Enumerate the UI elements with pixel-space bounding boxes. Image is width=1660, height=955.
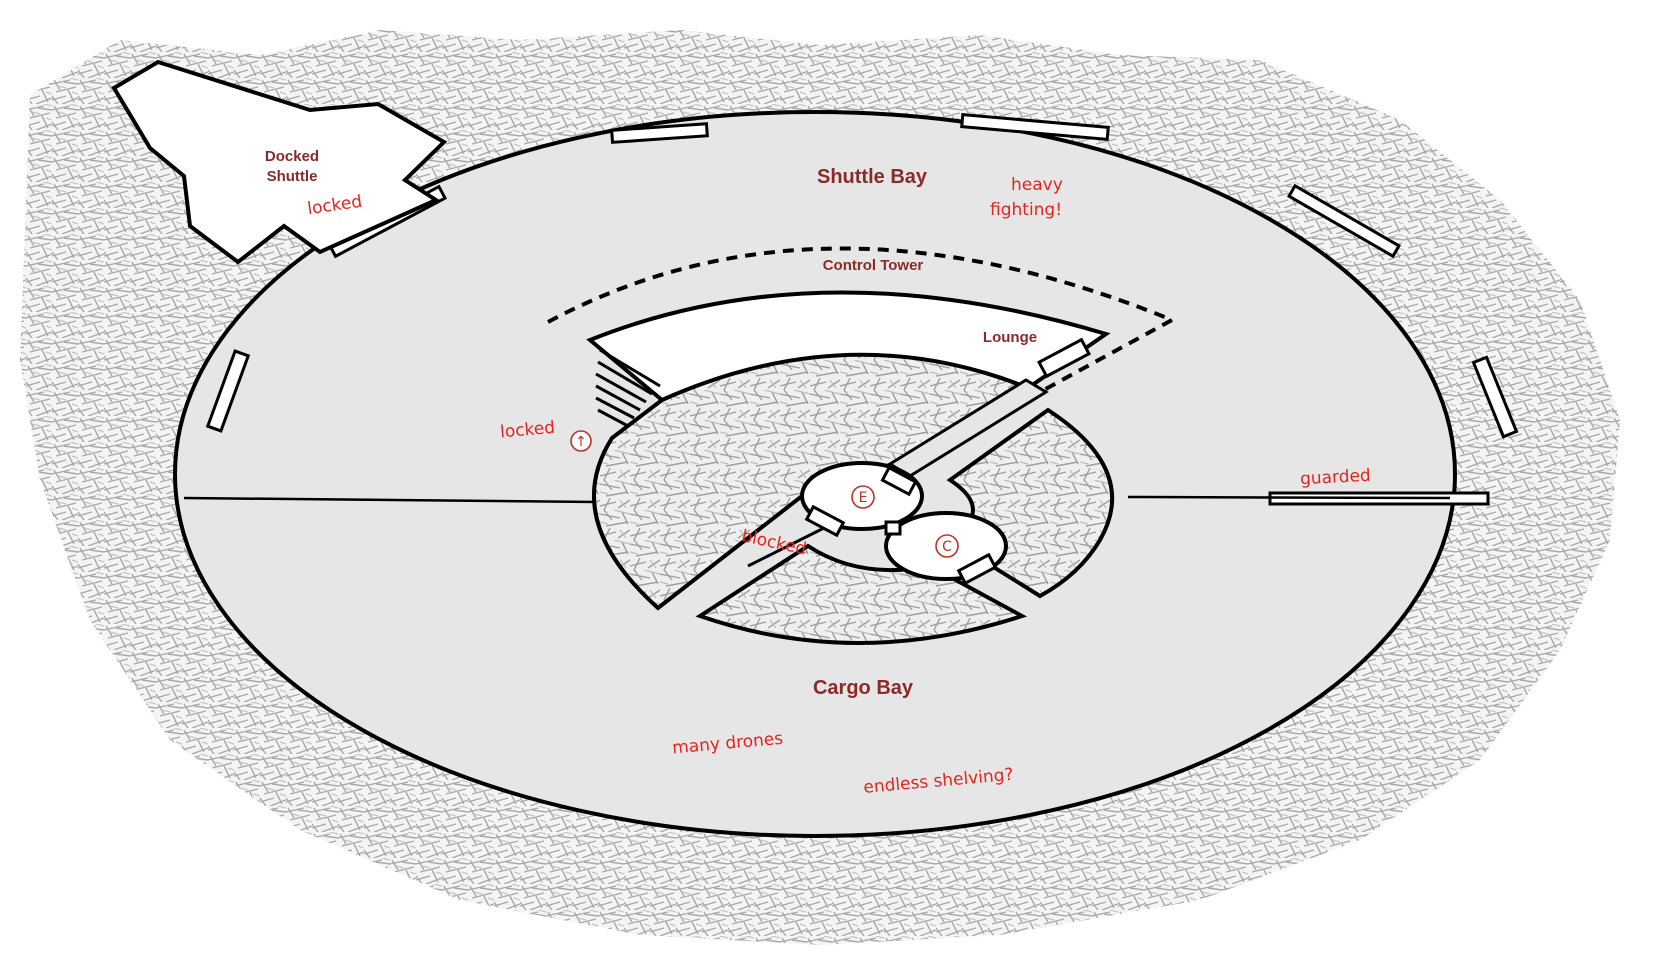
note-heavy-fighting-line2: fighting! <box>990 200 1062 220</box>
note-guarded: guarded <box>1300 466 1372 490</box>
docked-shuttle <box>111 59 448 265</box>
c-room-marker <box>935 534 959 558</box>
blocked-passage <box>747 526 825 568</box>
docked-shuttle-label-line2: Shuttle <box>267 168 318 185</box>
lounge-door <box>1037 337 1091 379</box>
cargo-bay-label: Cargo Bay <box>813 677 914 699</box>
bay-divider-right <box>1127 495 1451 500</box>
control-tower-label: Control Tower <box>823 257 924 274</box>
elevator-marker <box>851 485 875 509</box>
hub-south-segment <box>695 543 1028 645</box>
bay-divider-left <box>183 496 598 504</box>
elevator-marker-label: E <box>859 490 868 506</box>
c-room-marker-label: C <box>942 539 952 555</box>
note-stairs-locked: locked <box>499 418 556 443</box>
up-arrow-marker <box>570 430 592 452</box>
stairs-icon <box>595 348 661 428</box>
shuttle-bay-label: Shuttle Bay <box>817 166 928 188</box>
lounge-label: Lounge <box>983 329 1037 346</box>
hub-doors <box>804 465 998 586</box>
note-heavy-fighting-line1: heavy <box>1011 175 1063 195</box>
docked-shuttle-label-line1: Docked <box>265 148 319 165</box>
up-arrow-icon: ↑ <box>575 434 587 450</box>
